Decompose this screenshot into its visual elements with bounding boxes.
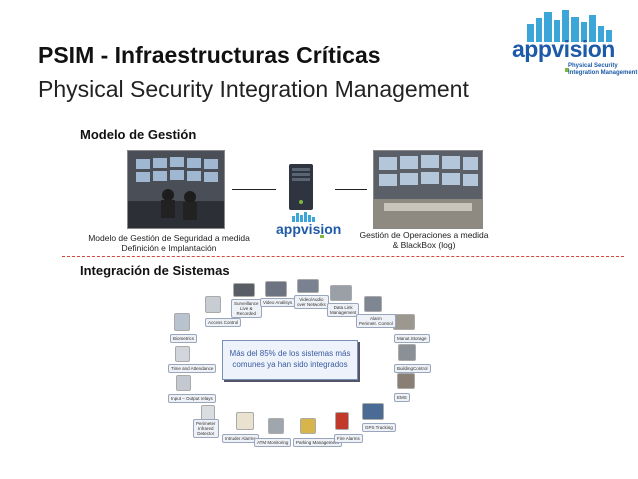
node-biometrics: Biometrics <box>170 334 198 343</box>
building-control-device-icon <box>398 344 416 361</box>
node-data-link-line2: Management <box>330 310 357 315</box>
integration-summary-line2: comunes ya han sido integrados <box>232 360 348 369</box>
control-room-photo <box>127 150 225 229</box>
node-video-audio-line1: Video/Audio <box>299 297 324 302</box>
node-time-attendance: Time and Attendance <box>168 364 217 373</box>
node-data-link-line1: Data Link <box>333 305 353 310</box>
right-caption-line1: Gestión de Operaciones a medida <box>359 230 489 240</box>
connector-line-left <box>232 189 276 190</box>
slide-title: PSIM - Infraestructuras Críticas <box>38 42 381 68</box>
server-icon <box>289 164 313 210</box>
left-caption: Modelo de Gestión de Seguridad a medida … <box>84 233 254 253</box>
node-building-control: BuildingControl <box>394 364 431 373</box>
node-access-control: Access Control <box>205 318 242 327</box>
node-gps-tracking: GPS Tracking <box>362 423 396 432</box>
node-alarm-line1: Alarm <box>370 316 382 321</box>
node-input-output: Input – Output relays <box>168 394 216 403</box>
node-manut-storage: Manut.Storage <box>394 334 430 343</box>
logo-tagline: Physical Security Integration Management <box>568 63 637 77</box>
operations-room-image-icon <box>374 151 482 228</box>
video-analysis-device-icon <box>265 281 287 297</box>
server-skyline-icon <box>292 212 315 222</box>
section-separator <box>62 256 624 257</box>
control-room-image-icon <box>128 151 224 228</box>
parking-device-icon <box>300 418 316 434</box>
right-caption: Gestión de Operaciones a medida & BlackB… <box>348 230 500 250</box>
appvision-logo-skyline-icon <box>527 10 612 72</box>
left-caption-line2: Definición e Implantación <box>121 243 217 253</box>
node-atm-monitoring: ATM Monitoring <box>254 438 292 447</box>
node-alarm: Alarm Perimetr. Control <box>356 314 396 328</box>
intruder-alarm-device-icon <box>236 412 254 430</box>
node-alarm-line2: Perimetr. Control <box>359 321 393 326</box>
node-pir-line2: Infrared <box>198 426 214 431</box>
node-pir: Perimeter Infrared Detector <box>193 419 219 438</box>
node-surveillance-line2: Live & <box>240 306 253 311</box>
integration-summary-line1: Más del 85% de los sistemas más <box>229 349 351 358</box>
logo-tagline-line2: Integration Management <box>568 70 638 76</box>
camera-device-icon <box>233 283 255 297</box>
node-surveillance-line1: Surveillance <box>234 301 259 306</box>
node-surveillance: Surveillance Live & Recorded <box>231 299 262 318</box>
atm-device-icon <box>268 418 284 434</box>
node-video-audio-line2: over Networks <box>297 302 326 307</box>
server-brand: appvision <box>276 221 342 237</box>
integration-summary-text: Más del 85% de los sistemas más comunes … <box>223 341 357 370</box>
left-caption-line1: Modelo de Gestión de Seguridad a medida <box>88 233 250 243</box>
server-brand-dot <box>320 235 324 238</box>
time-attendance-device-icon <box>175 346 190 362</box>
integration-summary-box: Más del 85% de los sistemas más comunes … <box>222 340 358 380</box>
node-ems: EMS <box>394 393 410 402</box>
node-pir-line3: Detector <box>197 431 215 436</box>
node-data-link: Data Link Management <box>327 303 360 317</box>
biometrics-device-icon <box>174 313 190 331</box>
connector-line-right <box>335 189 367 190</box>
data-link-device-icon <box>330 285 352 301</box>
storage-device-icon <box>393 314 415 330</box>
slide-subtitle: Physical Security Integration Management <box>38 76 469 102</box>
node-fire-alarms: Fire Alarms <box>334 434 363 443</box>
access-control-device-icon <box>205 296 221 313</box>
logo-brand: appvision <box>512 36 615 62</box>
right-caption-line2: & BlackBox (log) <box>392 240 456 250</box>
node-pir-line1: Perimeter <box>196 421 216 426</box>
integracion-heading: Integración de Sistemas <box>80 263 230 278</box>
logo-tagline-line1: Physical Security <box>568 63 618 69</box>
gps-device-icon <box>362 403 384 420</box>
alarm-device-icon <box>364 296 382 312</box>
node-video-analysis: Video Analisys <box>260 298 296 307</box>
modelo-heading: Modelo de Gestión <box>80 127 197 142</box>
video-audio-device-icon <box>297 279 319 293</box>
node-video-audio: Video/Audio over Networks <box>294 295 329 309</box>
fire-alarm-device-icon <box>335 412 349 430</box>
operations-room-photo <box>373 150 483 229</box>
io-relay-device-icon <box>176 375 191 391</box>
ems-device-icon <box>397 373 415 389</box>
node-surveillance-line3: Recorded <box>236 311 257 316</box>
